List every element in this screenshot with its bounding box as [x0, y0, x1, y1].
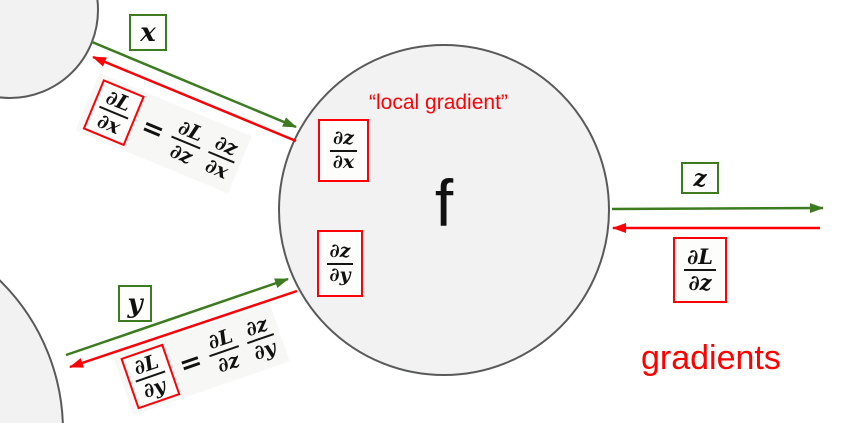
- input-label-y-text: y: [127, 288, 143, 319]
- input-label-y: y: [118, 285, 152, 322]
- input-label-x-text: x: [140, 17, 156, 48]
- fraction-dz-dx-den: ∂x: [332, 150, 355, 173]
- local-gradient-dz-dy-box: ∂z ∂y: [317, 230, 363, 297]
- fraction-dL-dz-num: ∂L: [684, 245, 716, 271]
- fraction-rhs2-den: ∂y: [250, 334, 280, 365]
- local-gradient-note: “local gradient”: [369, 91, 508, 114]
- fraction-dz-dy-rhs: ∂z ∂y: [239, 311, 281, 365]
- fraction-dL-dy-den: ∂y: [139, 372, 169, 403]
- input-node-bottom: [0, 279, 64, 423]
- fraction-dz-dx-num: ∂z: [330, 128, 357, 152]
- fraction-dL-dz-den: ∂z: [688, 270, 712, 295]
- output-label-z: z: [681, 162, 719, 194]
- output-label-z-text: z: [693, 164, 707, 192]
- fraction-dz-dy-num: ∂z: [326, 241, 354, 265]
- fraction-dz-dy: ∂z ∂y: [326, 241, 354, 286]
- upstream-gradient-dL-dz-box: ∂L ∂z: [673, 237, 727, 303]
- local-gradient-dz-dx-box: ∂z ∂x: [318, 119, 369, 182]
- input-node-top: [0, 0, 99, 99]
- fraction-dz-dy-den: ∂y: [329, 263, 351, 286]
- fraction-dL-dz-rhs: ∂L ∂z: [202, 323, 246, 378]
- fraction-rhs1-den: ∂z: [213, 347, 243, 378]
- fraction-dL-dz-rhs: ∂L ∂z: [163, 115, 210, 169]
- fraction-dz-dx: ∂z ∂x: [330, 128, 357, 173]
- equation-x-lhs-box: ∂L ∂x: [82, 79, 145, 147]
- fraction-dL-dx: ∂L ∂x: [91, 85, 137, 139]
- gradients-caption: gradients: [641, 339, 781, 377]
- input-label-x: x: [129, 14, 167, 51]
- equals-sign: =: [136, 110, 170, 148]
- equation-y-lhs-box: ∂L ∂y: [120, 343, 181, 410]
- equals-sign: =: [174, 344, 207, 382]
- fraction-dL-dy: ∂L ∂y: [128, 349, 172, 404]
- fraction-dL-dz: ∂L ∂z: [684, 245, 716, 295]
- function-node-label: f: [434, 165, 454, 240]
